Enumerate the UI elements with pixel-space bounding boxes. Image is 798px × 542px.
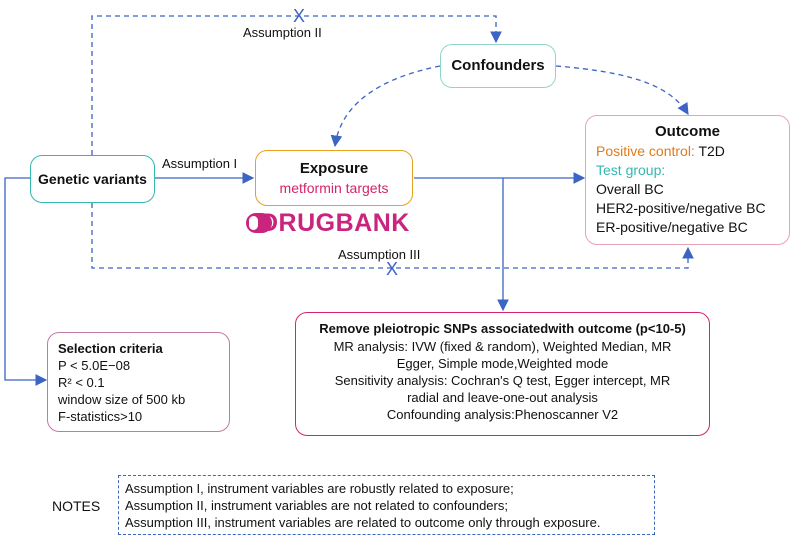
- exposure-title: Exposure: [299, 160, 369, 177]
- assumption-i-label: Assumption I: [162, 156, 238, 171]
- confounders-label: Confounders: [451, 57, 545, 74]
- remove-snps-line: radial and leave-one-out analysis: [407, 390, 598, 405]
- genetic-variants-box: Genetic variants: [30, 155, 155, 203]
- assumption-iii-label: Assumption III: [338, 247, 421, 262]
- selection-criteria-title: Selection criteria: [58, 341, 163, 356]
- assumption-ii-cross: X: [293, 6, 306, 26]
- exposure-subtitle: metformin targets: [279, 180, 389, 196]
- outcome-box: Outcome Positive control: T2D Test group…: [585, 115, 790, 245]
- remove-snps-line: MR analysis: IVW (fixed & random), Weigh…: [333, 339, 672, 354]
- note-line: Assumption I, instrument variables are r…: [125, 481, 514, 496]
- remove-snps-line: Sensitivity analysis: Cochran's Q test, …: [334, 373, 671, 388]
- drugbank-logo-text: DRUGBANK: [260, 209, 410, 237]
- to-selection-arrow: [4, 177, 48, 386]
- drugbank-logo: DRUGBANK: [246, 209, 426, 237]
- selection-criteria-line: F-statistics>10: [58, 409, 143, 424]
- capsule-icon-highlight: [249, 216, 258, 230]
- remove-snps-box: Remove pleiotropic SNPs associatedwith o…: [295, 312, 710, 436]
- selection-criteria-line: window size of 500 kb: [58, 392, 186, 407]
- confounders-to-exposure-path: [330, 65, 441, 148]
- remove-snps-line: Egger, Simple mode,Weighted mode: [396, 356, 609, 371]
- test-group-label: Test group:: [596, 162, 666, 178]
- assumption-ii-label: Assumption II: [243, 25, 322, 40]
- note-line: Assumption III, instrument variables are…: [125, 515, 601, 530]
- selection-criteria-line: R² < 0.1: [58, 375, 105, 390]
- positive-control-prefix: Positive control:: [596, 143, 695, 159]
- outcome-item: ER-positive/negative BC: [596, 219, 748, 235]
- remove-snps-title: Remove pleiotropic SNPs associatedwith o…: [319, 321, 686, 336]
- positive-control-line: Positive control: T2D: [596, 143, 789, 159]
- genetic-variants-label: Genetic variants: [38, 171, 147, 187]
- outcome-item: HER2-positive/negative BC: [596, 200, 766, 216]
- exposure-box: Exposure metformin targets: [255, 150, 413, 206]
- note-line: Assumption II, instrument variables are …: [125, 498, 508, 513]
- outcome-title: Outcome: [654, 123, 720, 140]
- assumption-iii-path: [91, 203, 694, 269]
- confounders-to-outcome-path: [555, 65, 689, 115]
- selection-criteria-line: P < 5.0E−08: [58, 358, 131, 373]
- selection-criteria-box: Selection criteria P < 5.0E−08 R² < 0.1 …: [47, 332, 230, 432]
- notes-label: NOTES: [52, 498, 101, 514]
- notes-box: Assumption I, instrument variables are r…: [118, 475, 655, 535]
- remove-snps-line: Confounding analysis:Phenoscanner V2: [386, 407, 619, 422]
- assumption-iii-cross: X: [386, 259, 399, 279]
- outcome-item: Overall BC: [596, 181, 664, 197]
- positive-control-value: T2D: [698, 143, 725, 159]
- confounders-box: Confounders: [440, 44, 556, 88]
